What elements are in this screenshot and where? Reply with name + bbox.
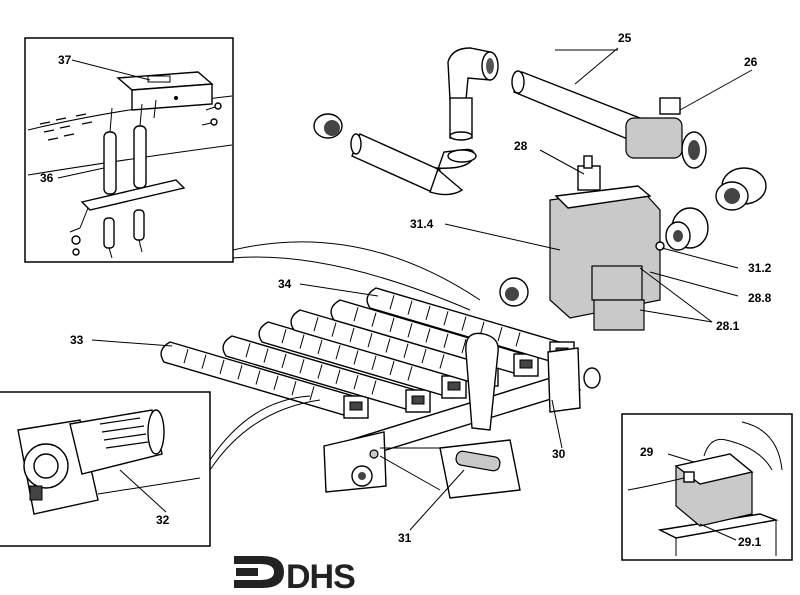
logo-mark-icon — [234, 556, 284, 588]
gas-pipe-assembly: 25 26 — [313, 31, 767, 211]
label-28-8: 28.8 — [748, 291, 772, 305]
inset-electrode-bracket: 37 36 — [24, 37, 234, 263]
burner-manifold: 30 — [323, 332, 601, 493]
burner-tube — [160, 341, 369, 419]
label-37: 37 — [58, 53, 72, 67]
label-28-1: 28.1 — [716, 319, 740, 333]
label-32: 32 — [156, 513, 170, 527]
label-34: 34 — [278, 277, 292, 291]
label-29-1: 29.1 — [738, 535, 762, 549]
injector-inset: 31 — [379, 439, 521, 545]
label-30: 30 — [552, 447, 566, 461]
gas-valve: 28 31.4 31.2 28.8 28.1 — [410, 139, 772, 333]
label-36: 36 — [40, 171, 54, 185]
logo-text: DHS — [286, 558, 355, 595]
label-28: 28 — [514, 139, 528, 153]
inset-pilot-burner: 32 — [0, 391, 321, 547]
burner-tube — [258, 321, 467, 399]
label-26: 26 — [744, 55, 758, 69]
label-31: 31 — [398, 531, 412, 545]
label-33: 33 — [70, 333, 84, 347]
label-29: 29 — [640, 445, 654, 459]
label-31-4: 31.4 — [410, 217, 434, 231]
label-25: 25 — [618, 31, 632, 45]
label-31-2: 31.2 — [748, 261, 772, 275]
burner-tube — [222, 335, 431, 413]
dhs-logo: DHS — [234, 556, 356, 595]
inset-transformer: 29 29.1 — [621, 413, 793, 561]
